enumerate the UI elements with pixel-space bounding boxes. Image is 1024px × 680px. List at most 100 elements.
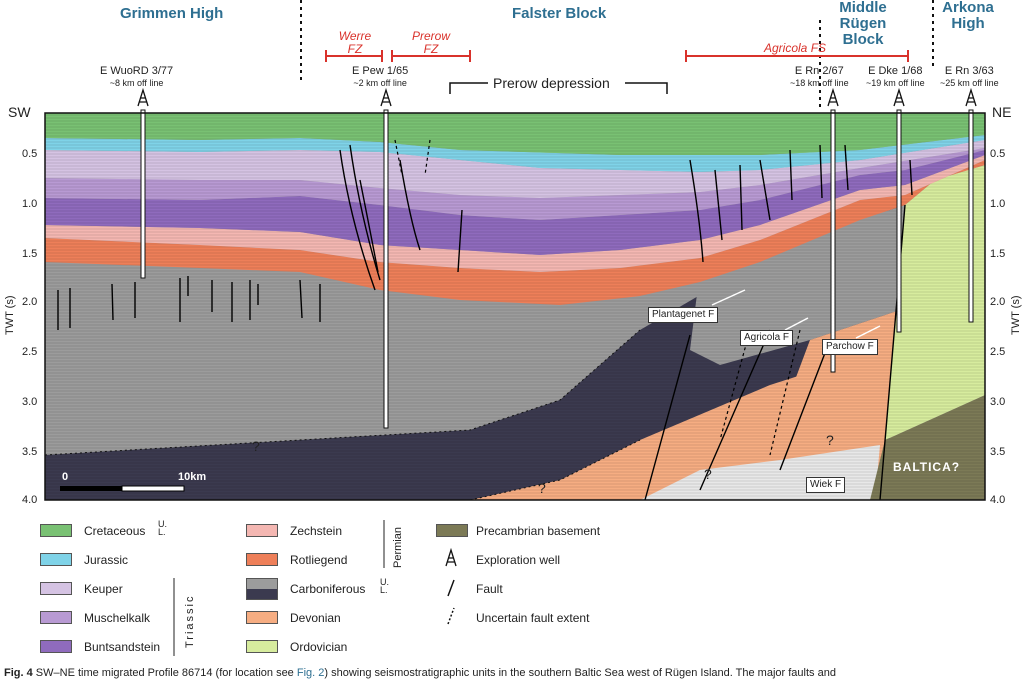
caption-link[interactable]: Fig. 2 (296, 667, 325, 679)
scale-start: 0 (62, 471, 69, 483)
fault-label-plantagenet: Plantagenet F (648, 307, 719, 323)
well-derrick-icons (137, 87, 977, 107)
fault-label-wiek: Wiek F (806, 477, 846, 493)
ul-mark-cretaceous: U. L. (158, 519, 167, 537)
swatch-devonian (246, 611, 278, 624)
question-mark-1: ? (252, 438, 260, 454)
ul-lower-cretaceous: L. (158, 527, 166, 537)
werre-fz-text: Werre FZ (338, 29, 372, 56)
block-title-grimmen-high: Grimmen High (120, 5, 224, 22)
block-title-middle-rugen-block: Middle Rügen Block (820, 0, 906, 48)
tick-right-1-0: 1.0 (990, 198, 1006, 210)
block-title-arkona-text: Arkona High (942, 0, 994, 32)
werre-fz-label: Werre FZ (330, 30, 380, 56)
faults (57, 144, 913, 501)
swatch-carboniferous (246, 578, 278, 600)
swatch-rotliegend (246, 553, 278, 566)
question-mark-3: ? (704, 466, 712, 482)
legend-ordovician: Ordovician (290, 640, 348, 654)
tick-right-3-5: 3.5 (990, 446, 1006, 458)
legend-precambrian: Precambrian basement (476, 524, 601, 538)
well-name-pew: E Pew 1/65 (352, 65, 409, 77)
swatch-precambrian (436, 524, 468, 537)
tick-right-3-0: 3.0 (990, 396, 1006, 408)
legend-exploration-well: Exploration well (476, 553, 561, 567)
swatch-jurassic (40, 553, 72, 566)
scale-end: 10km (178, 471, 207, 483)
caption-tail: ) showing seismostratigraphic units in t… (324, 667, 836, 679)
legend-rotliegend: Rotliegend (290, 553, 348, 567)
axis-title-right: TWT (s) (1010, 295, 1022, 335)
legend-uncertain-fault: Uncertain fault extent (476, 611, 590, 625)
well-note-dke: ~19 km off line (866, 78, 925, 88)
caption-text: SW–NE time migrated Profile 86714 (for l… (35, 667, 297, 679)
prerow-depression-label: Prerow depression (493, 75, 610, 91)
fault-line-icon (447, 579, 455, 597)
well-name-dke: E Dke 1/68 (868, 65, 923, 77)
well-name-wuord: E WuoRD 3/77 (100, 65, 174, 77)
permian-label: Permian (392, 527, 404, 568)
triassic-label: Triassic (184, 594, 196, 648)
tick-right-1-5: 1.5 (990, 248, 1006, 260)
baltica-label: BALTICA? (893, 460, 961, 474)
agricola-fs-label: Agricola FS (764, 41, 827, 55)
legend-muschelkalk: Muschelkalk (84, 611, 151, 625)
legend-devonian: Devonian (290, 611, 341, 625)
well-note-rn2: ~18 km off line (790, 78, 849, 88)
legend-carboniferous: Carboniferous (290, 582, 366, 596)
tick-left-2-0: 2.0 (22, 296, 38, 308)
tick-left-1-0: 1.0 (22, 198, 38, 210)
fault-label-parchow: Parchow F (822, 339, 878, 355)
legend-cretaceous: Cretaceous (84, 524, 146, 538)
well-label-rn2: E Rn 2/67 ~18 km off line (790, 65, 849, 89)
well-label-dke: E Dke 1/68 ~19 km off line (866, 65, 925, 89)
well-bores (140, 109, 974, 429)
well-label-rn3: E Rn 3/63 ~25 km off line (940, 65, 999, 89)
legend-jurassic: Jurassic (84, 553, 129, 567)
ul-lower-carboniferous: L. (380, 585, 388, 595)
prerow-fz-label: Prerow FZ (406, 30, 456, 56)
derrick-icon (445, 548, 457, 567)
tick-right-2-5: 2.5 (990, 346, 1006, 358)
ul-mark-carboniferous: U. L. (380, 578, 389, 595)
legend-zechstein: Zechstein (290, 524, 343, 538)
axis-title-left: TWT (s) (4, 295, 16, 335)
well-label-wuord: E WuoRD 3/77 ~8 km off line (100, 65, 173, 89)
permian-bracket (383, 520, 385, 568)
block-dividers (300, 0, 934, 108)
tick-left-4-0: 4.0 (22, 494, 38, 506)
tick-left-2-5: 2.5 (22, 346, 38, 358)
well-label-pew: E Pew 1/65 ~2 km off line (352, 65, 408, 89)
well-name-rn2: E Rn 2/67 (794, 65, 844, 77)
well-name-rn3: E Rn 3/63 (944, 65, 994, 77)
caption-lead: Fig. 4 (4, 667, 33, 679)
well-note-rn3: ~25 km off line (940, 78, 999, 88)
legend-keuper: Keuper (84, 582, 123, 596)
block-title-arkona-high: Arkona High (938, 0, 998, 32)
swatch-cretaceous (40, 524, 72, 537)
swatch-zechstein (246, 524, 278, 537)
legend-buntsandstein: Buntsandstein (84, 640, 161, 654)
dashed-line-icon (447, 607, 455, 625)
question-mark-4: ? (826, 432, 834, 448)
figure-caption: Fig. 4 SW–NE time migrated Profile 86714… (4, 667, 836, 679)
ul-upper-cretaceous: U. (158, 519, 167, 529)
sw-label: SW (8, 104, 31, 120)
well-note-wuord: ~8 km off line (109, 78, 164, 88)
block-title-middle-rugen-text: Middle Rügen Block (839, 0, 887, 48)
tick-right-2-0: 2.0 (990, 296, 1006, 308)
swatch-ordovician (246, 640, 278, 653)
well-note-pew: ~2 km off line (353, 78, 407, 88)
seismic-section (44, 109, 986, 501)
ne-label: NE (992, 104, 1012, 120)
question-mark-2: ? (538, 480, 546, 496)
fault-label-agricola: Agricola F (740, 330, 794, 346)
block-title-falster-block: Falster Block (512, 5, 607, 22)
swatch-keuper (40, 582, 72, 595)
swatch-buntsandstein (40, 640, 72, 653)
tick-left-3-0: 3.0 (22, 396, 38, 408)
legend-fault: Fault (476, 582, 503, 596)
tick-left-0-5: 0.5 (22, 148, 38, 160)
swatch-muschelkalk (40, 611, 72, 624)
triassic-bracket (173, 578, 175, 656)
